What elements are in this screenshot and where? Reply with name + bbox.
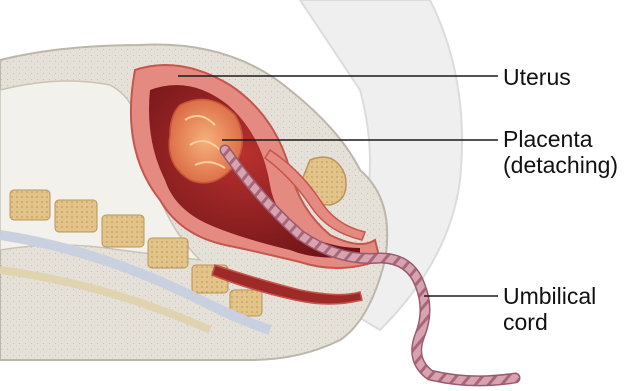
uterus-label-text: Uterus — [503, 64, 571, 90]
umbilical-cord-label: Umbilical cord — [503, 283, 596, 335]
placenta-label-line2: (detaching) — [503, 152, 618, 178]
placenta-label: Placenta (detaching) — [503, 126, 618, 178]
uterus-label: Uterus — [503, 64, 571, 90]
cord-label-line1: Umbilical — [503, 283, 596, 309]
cord-label-line2: cord — [503, 309, 596, 335]
placenta-label-line1: Placenta — [503, 126, 618, 152]
